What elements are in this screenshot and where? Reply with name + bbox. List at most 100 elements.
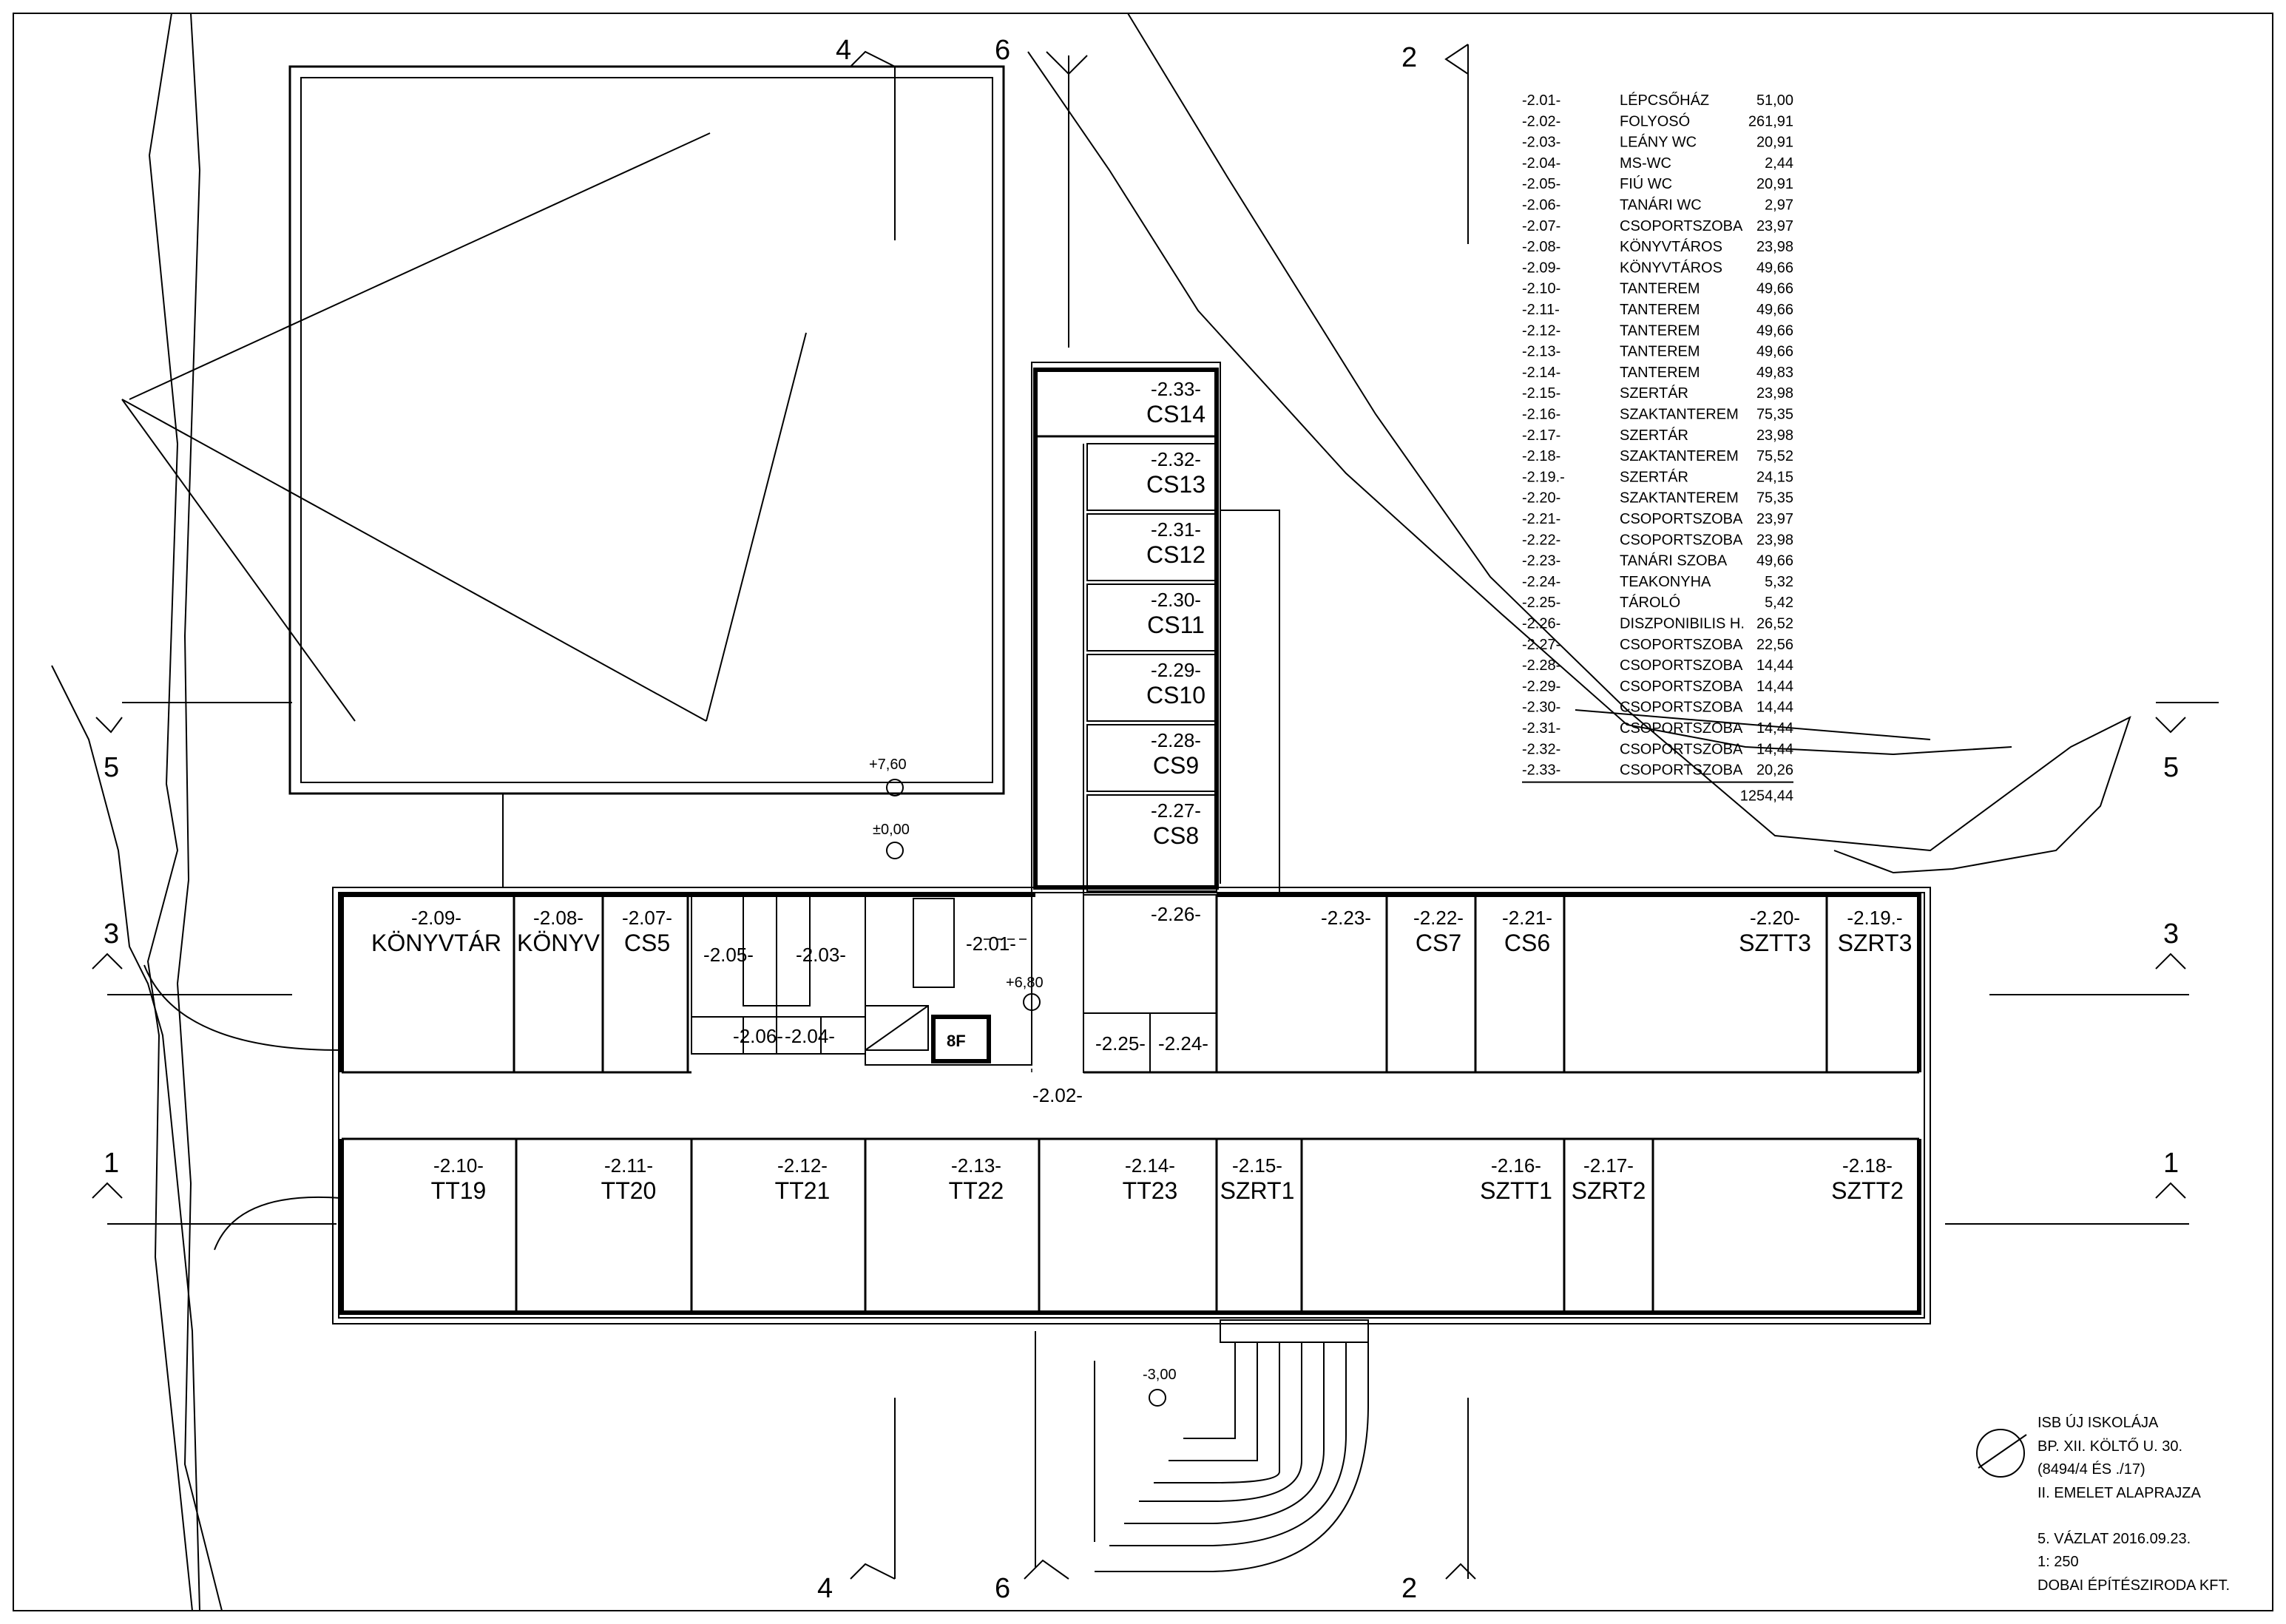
room-label: -2.03- <box>796 944 846 966</box>
room-name: CS6 <box>1504 930 1550 956</box>
schedule-code: -2.23- <box>1522 553 1560 569</box>
schedule-name: TANTEREM <box>1620 344 1700 360</box>
room-label: -2.18-SZTT2 <box>1831 1154 1904 1204</box>
schedule-code: -2.15- <box>1522 385 1560 402</box>
level-marker-top: +7,60 <box>869 757 907 796</box>
schedule-code: -2.02- <box>1522 113 1560 129</box>
entrance-stair <box>1035 1319 1369 1572</box>
section-marker-1-right: 1 <box>1945 1148 2189 1225</box>
schedule-code: -2.01- <box>1522 92 1560 109</box>
room-name: SZRT2 <box>1572 1177 1646 1204</box>
room-name: CS14 <box>1146 401 1205 427</box>
svg-text:5: 5 <box>2163 752 2179 783</box>
schedule-code: -2.06- <box>1522 197 1560 214</box>
svg-text:4: 4 <box>817 1573 833 1604</box>
building: 8F <box>332 362 1931 1572</box>
svg-text:+6,80: +6,80 <box>1006 975 1044 991</box>
schedule-area: 49,66 <box>1756 281 1793 297</box>
room-code: -2.04- <box>785 1025 835 1047</box>
schedule-area: 20,91 <box>1756 176 1793 192</box>
svg-text:II. EMELET ALAPRAJZA: II. EMELET ALAPRAJZA <box>2038 1485 2201 1501</box>
schedule-area: 26,52 <box>1756 616 1793 632</box>
schedule-name: TANTEREM <box>1620 302 1700 318</box>
room-code: -2.20- <box>1750 907 1800 929</box>
drawing-frame <box>13 13 2273 1611</box>
room-code: -2.32- <box>1151 448 1201 470</box>
room-label: -2.02- <box>1032 1084 1083 1106</box>
schedule-area: 75,52 <box>1756 448 1793 464</box>
room-code: -2.28- <box>1151 729 1201 751</box>
schedule-code: -2.10- <box>1522 281 1560 297</box>
room-code: -2.15- <box>1232 1154 1282 1177</box>
room-label: -2.17-SZRT2 <box>1572 1154 1646 1204</box>
section-marker-5-left: 5 <box>95 702 292 783</box>
room-code: -2.05- <box>703 944 754 966</box>
schedule-area: 49,66 <box>1756 553 1793 569</box>
room-code: -2.24- <box>1158 1032 1208 1055</box>
svg-text:2: 2 <box>1401 1573 1417 1604</box>
north-arrow-icon <box>1976 1429 2025 1478</box>
room-code: -2.21- <box>1502 907 1552 929</box>
schedule-area: 5,32 <box>1765 574 1793 590</box>
room-code: -2.01- <box>966 933 1016 955</box>
schedule-name: FIÚ WC <box>1620 175 1672 192</box>
schedule-area: 14,44 <box>1756 700 1793 716</box>
schedule-total: 1254,44 <box>1740 788 1793 805</box>
schedule-area: 23,98 <box>1756 385 1793 402</box>
schedule-code: -2.28- <box>1522 657 1560 674</box>
room-label: -2.27-CS8 <box>1151 799 1201 849</box>
room-label: -2.13-TT22 <box>949 1154 1004 1204</box>
schedule-name: SZERTÁR <box>1620 427 1688 444</box>
svg-text:6: 6 <box>995 1573 1010 1604</box>
room-name: KÖNYVTÁR <box>371 930 501 956</box>
room-label: -2.20-SZTT3 <box>1739 907 1811 956</box>
room-name: KÖNYV <box>517 930 601 956</box>
svg-text:1: 250: 1: 250 <box>2038 1554 2079 1570</box>
room-label: -2.07-CS5 <box>622 907 672 956</box>
schedule-code: -2.07- <box>1522 218 1560 234</box>
schedule-area: 49,66 <box>1756 302 1793 318</box>
schedule-name: TÁROLÓ <box>1620 594 1680 611</box>
schedule-area: 23,98 <box>1756 532 1793 548</box>
room-name: TT22 <box>949 1177 1004 1204</box>
room-label: -2.26- <box>1151 903 1201 925</box>
room-name: CS10 <box>1146 682 1205 708</box>
room-name: SZTT1 <box>1480 1177 1552 1204</box>
schedule-code: -2.26- <box>1522 616 1560 632</box>
schedule-code: -2.25- <box>1522 595 1560 611</box>
schedule-code: -2.21- <box>1522 511 1560 527</box>
schedule-name: CSOPORTSZOBA <box>1620 637 1743 653</box>
schedule-name: CSOPORTSZOBA <box>1620 218 1743 234</box>
room-code: -2.30- <box>1151 589 1201 611</box>
svg-text:6: 6 <box>995 35 1010 66</box>
room-label: -2.32-CS13 <box>1146 448 1205 498</box>
level-marker-bottom: -3,00 <box>1143 1367 1177 1407</box>
schedule-name: TANTEREM <box>1620 365 1700 381</box>
schedule-name: TEAKONYHA <box>1620 574 1711 590</box>
schedule-name: CSOPORTSZOBA <box>1620 762 1743 779</box>
room-label: -2.10-TT19 <box>431 1154 487 1204</box>
svg-text:ISB ÚJ ISKOLÁJA: ISB ÚJ ISKOLÁJA <box>2038 1414 2159 1431</box>
schedule-area: 2,97 <box>1765 197 1793 214</box>
schedule-area: 20,91 <box>1756 135 1793 151</box>
room-code: -2.14- <box>1125 1154 1175 1177</box>
schedule-area: 23,98 <box>1756 427 1793 444</box>
room-label: -2.12-TT21 <box>775 1154 831 1204</box>
room-code: -2.27- <box>1151 799 1201 822</box>
room-name: SZRT3 <box>1838 930 1913 956</box>
schedule-code: -2.04- <box>1522 155 1560 172</box>
